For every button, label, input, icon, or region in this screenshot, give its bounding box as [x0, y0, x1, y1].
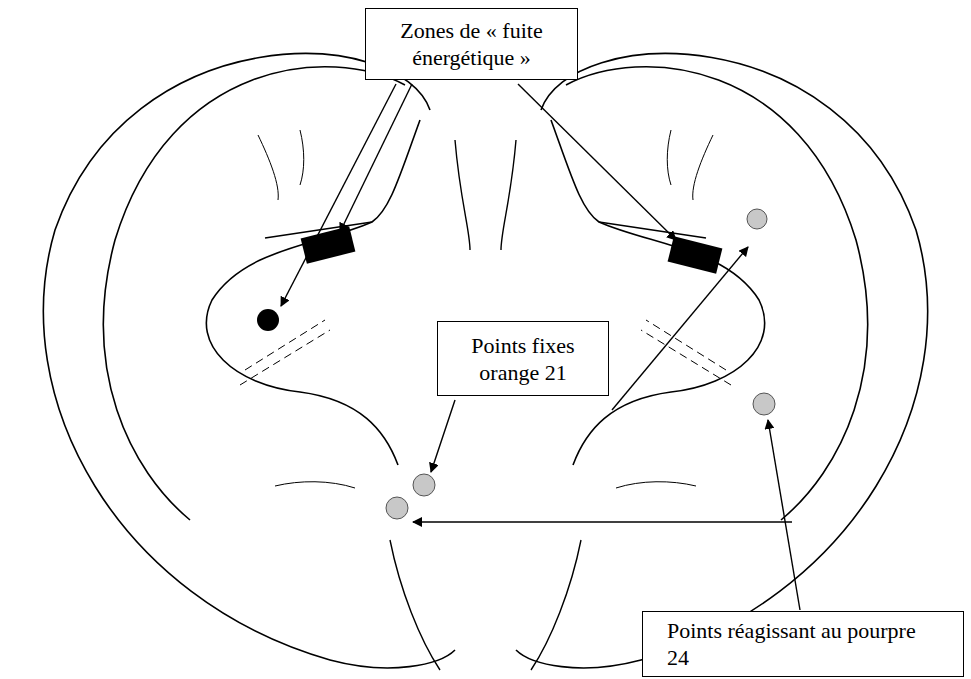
leak-dot — [257, 309, 279, 331]
leak-rect — [301, 226, 356, 263]
callout-text: Points réagissant au pourpre 24 — [667, 617, 939, 671]
callout-text: Zones de « fuite énergétique » — [374, 17, 569, 71]
callout-box: Points fixes orange 21 — [437, 321, 609, 396]
callout-box: Points réagissant au pourpre 24 — [642, 611, 964, 677]
callout-box: Zones de « fuite énergétique » — [365, 8, 578, 80]
point-dot — [747, 209, 767, 229]
leader-lines — [281, 84, 800, 610]
leak-rect — [668, 236, 723, 273]
point-dot — [413, 474, 435, 496]
point-dot — [386, 497, 408, 519]
point-dot — [753, 393, 775, 415]
callout-text: Points fixes orange 21 — [450, 332, 596, 386]
